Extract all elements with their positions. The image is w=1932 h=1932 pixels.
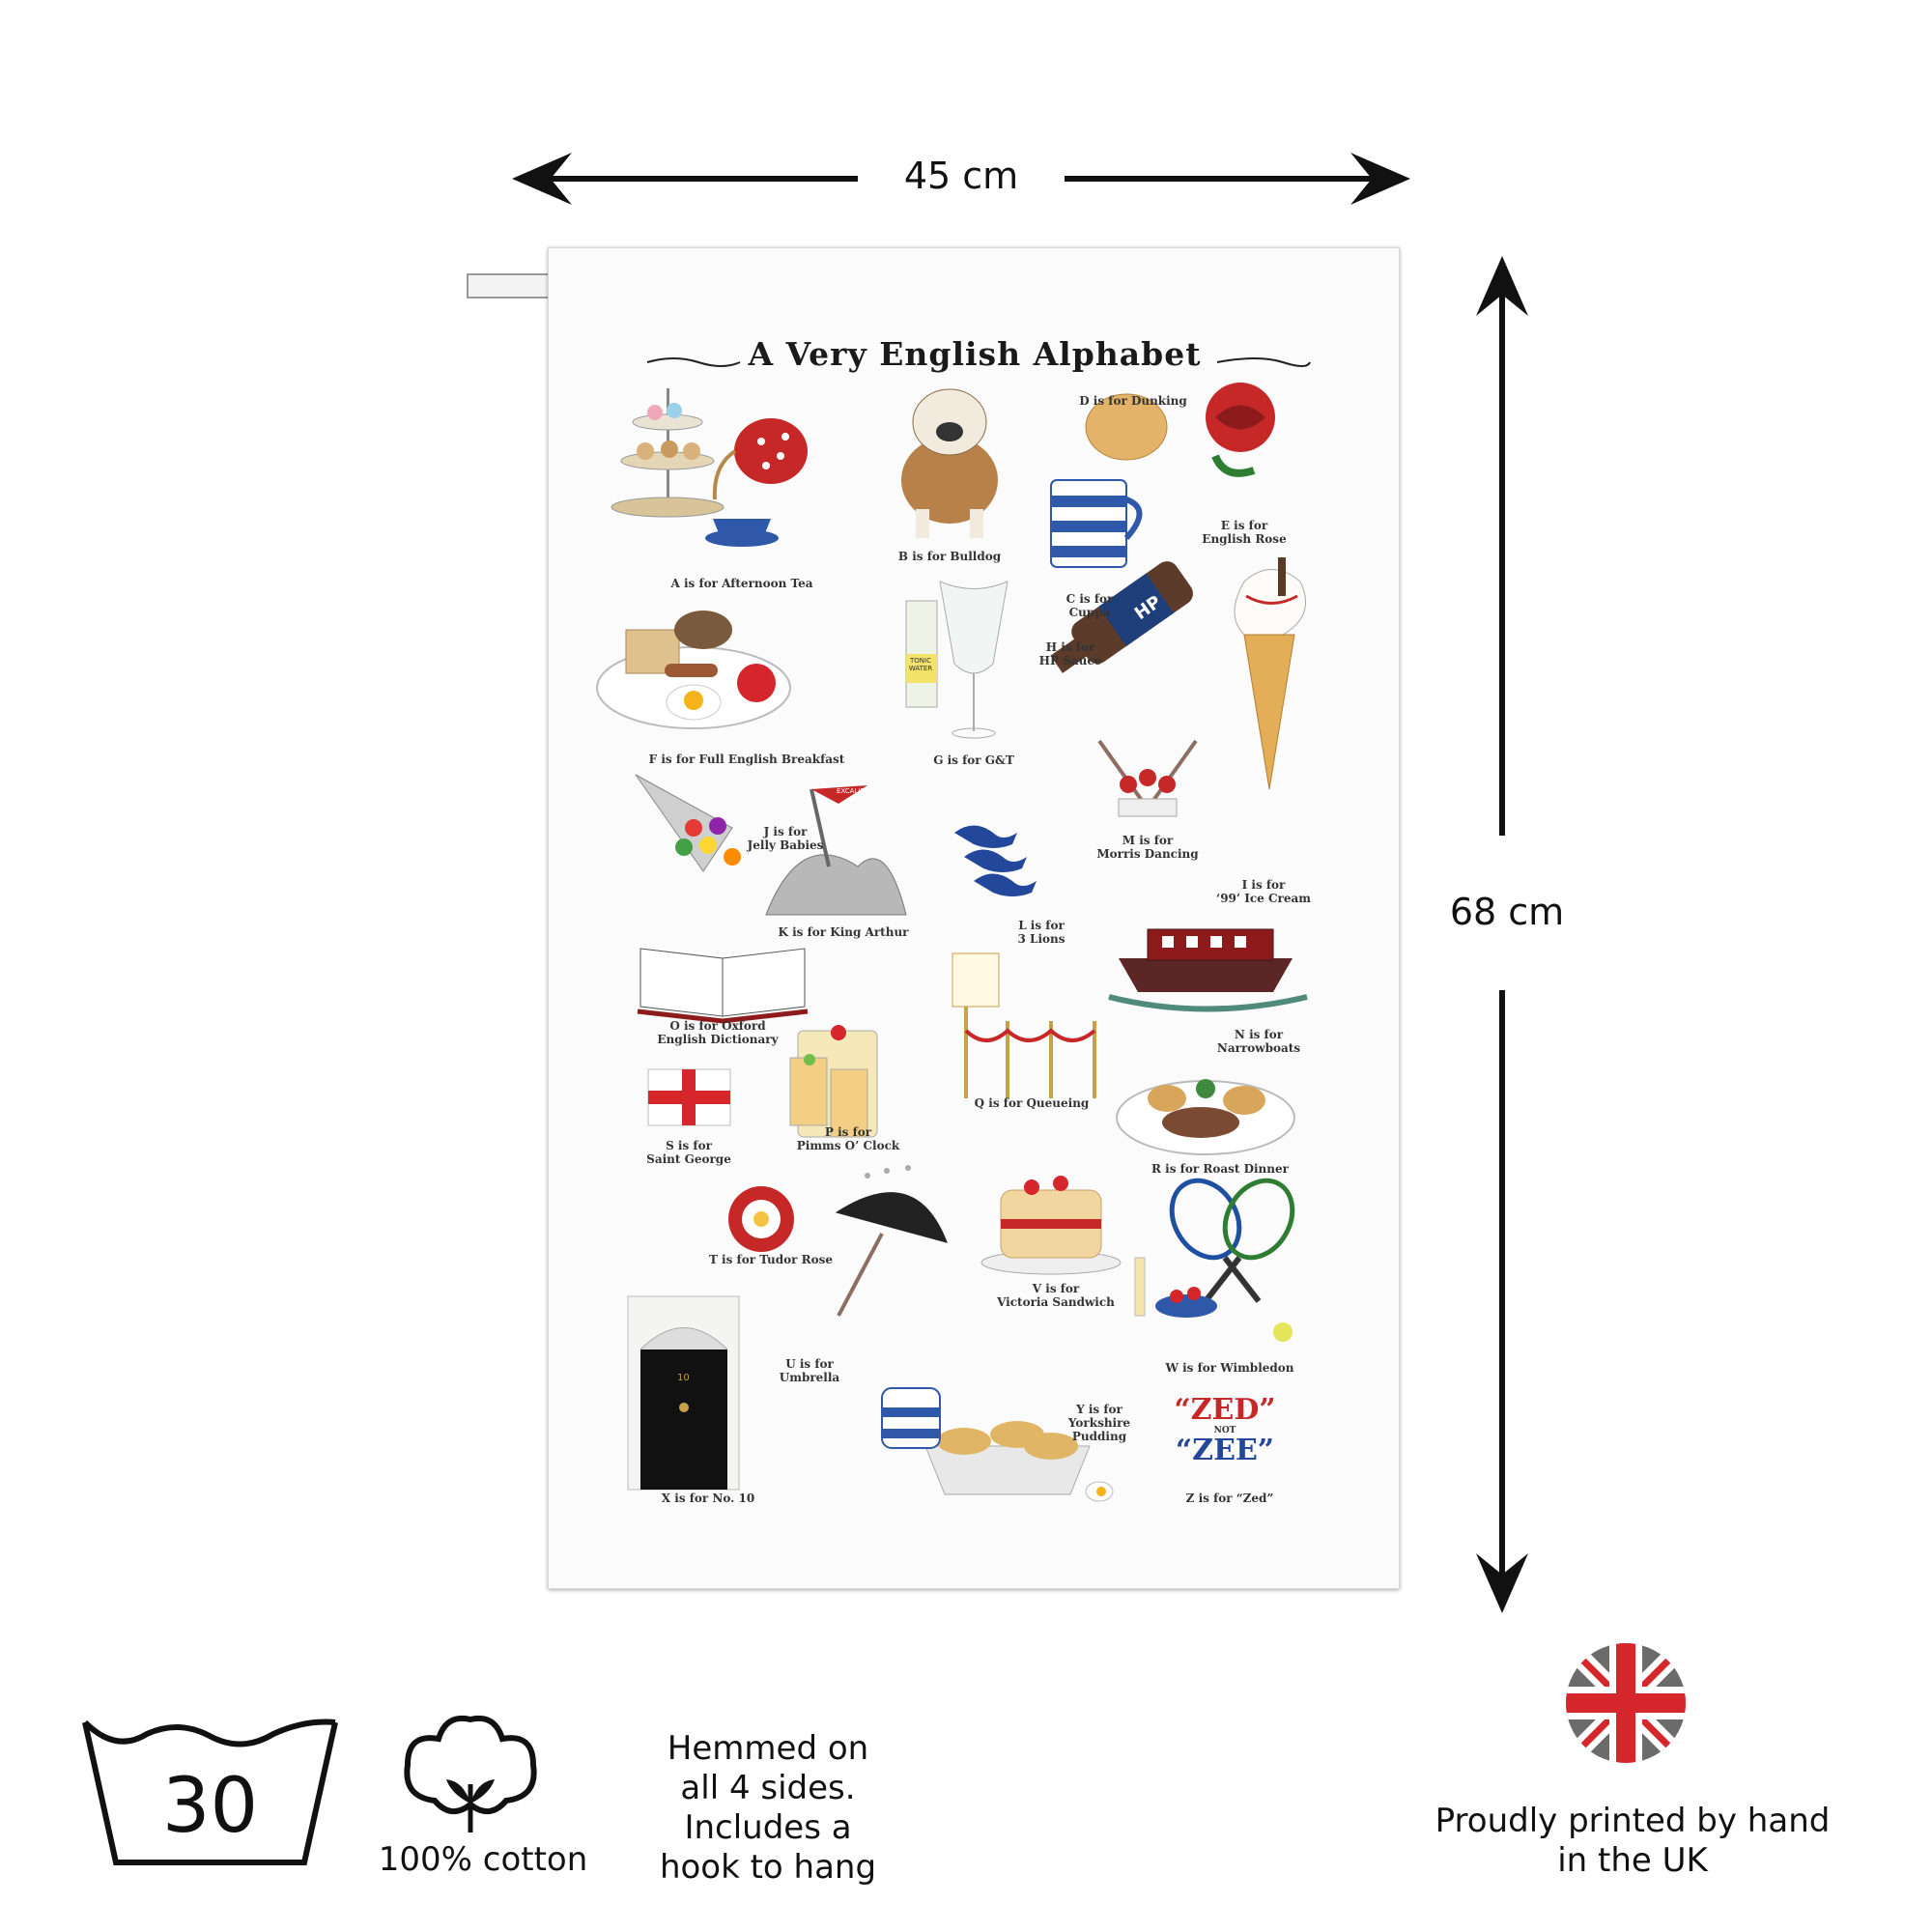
zee-line: “ZEE” [1175,1434,1275,1467]
caption-f: F is for Full English Breakfast [648,753,845,766]
not-line: NOT [1213,1426,1236,1435]
bulldog-icon [901,388,998,538]
cotton-label: 100% cotton [378,1840,588,1879]
height-arrow-icon [1476,256,1528,1613]
caption-v: V is for Victoria Sandwich [997,1282,1115,1309]
english-rose-icon [1206,383,1275,477]
caption-x: X is for No. 10 [661,1492,755,1505]
victoria-sandwich-icon [980,1176,1122,1275]
no-10-door-icon [627,1295,740,1491]
caption-k: K is for King Arthur [778,925,909,939]
caption-j: J is for Jelly Babies [747,825,824,852]
caption-z: Z is for “Zed” [1185,1492,1274,1505]
caption-q: Q is for Queueing [974,1096,1090,1110]
caption-n: N is for Narrowboats [1216,1028,1301,1055]
zed-not-zee: “ZED” NOT “ZEE” [1167,1395,1283,1466]
wimbledon-icon [1134,1178,1295,1342]
hanging-hook [467,273,550,298]
caption-y: Y is for Yorkshire Pudding [1067,1403,1131,1443]
caption-a: A is for Afternoon Tea [670,577,813,590]
caption-w: W is for Wimbledon [1165,1361,1294,1375]
caption-m: M is for Morris Dancing [1096,834,1199,861]
width-arrow-icon [512,153,1410,205]
title-flourish-right-icon [1216,357,1311,367]
caption-d: D is for Dunking [1079,394,1187,408]
cotton-icon [398,1712,543,1842]
umbrella-icon [835,1165,948,1317]
saint-george-flag-icon [647,1068,731,1126]
caption-o: O is for Oxford English Dictionary [657,1019,779,1046]
full-english-breakfast-icon [596,611,791,729]
tudor-rose-icon [728,1186,794,1252]
towel-title: A Very English Alphabet [748,335,1202,373]
title-flourish-left-icon [646,357,741,367]
wash-temperature: 30 [161,1763,259,1850]
three-lions-icon [954,825,1037,896]
caption-t: T is for Tudor Rose [708,1253,834,1266]
caption-e: E is for English Rose [1202,519,1287,546]
caption-l: L is for 3 Lions [1017,919,1065,946]
door-number: 10 [677,1373,690,1383]
pimms-icon [789,1025,878,1138]
caption-g: G is for G&T [933,753,1014,767]
queueing-icon [952,952,1096,1098]
uk-flag-badge-icon [1563,1640,1689,1766]
caption-u: U is for Umbrella [779,1357,840,1384]
width-dimension: 45 cm [512,145,1410,213]
yorkshire-pudding-icon [881,1387,1114,1502]
biscuit-and-mug-icon [1050,393,1168,568]
jelly-babies-icon [635,774,741,872]
alphabet-illustrations: HP EXCALIBUR [596,383,1308,1502]
king-arthur-icon [765,785,907,916]
zed-line: “ZED” [1174,1393,1276,1427]
morris-dancing-icon [1097,739,1198,817]
narrowboat-icon [1108,928,1308,1012]
hemmed-info: Hemmed on all 4 sides. Includes a hook t… [659,1729,877,1887]
wash-30-icon: 30 [77,1715,343,1869]
gin-and-tonic-icon [905,581,1009,739]
caption-c: C is for Cuppa [1065,592,1114,619]
tea-towel: A Very English Alphabet [548,247,1400,1589]
tonic-label: TONIC WATER [908,657,933,672]
afternoon-tea-icon [611,388,808,547]
dictionary-icon [637,948,809,1024]
roast-dinner-icon [1116,1079,1295,1155]
width-label: 45 cm [903,155,1019,197]
caption-b: B is for Bulldog [897,550,1002,563]
caption-s: S is for Saint George [646,1139,731,1166]
caption-p: P is for Pimms O’ Clock [796,1125,900,1152]
caption-i: I is for ‘99’ Ice Cream [1216,878,1311,905]
printed-in-uk: Proudly printed by hand in the UK [1435,1802,1831,1880]
caption-r: R is for Roast Dinner [1151,1162,1289,1176]
height-dimension [1463,256,1541,1613]
excalibur-label: EXCALIBUR [837,787,874,795]
ice-cream-icon [1234,557,1307,790]
hp-sauce-icon [1050,561,1193,673]
caption-h: H is for HP Sauce [1038,640,1102,668]
height-label: 68 cm [1449,891,1565,933]
